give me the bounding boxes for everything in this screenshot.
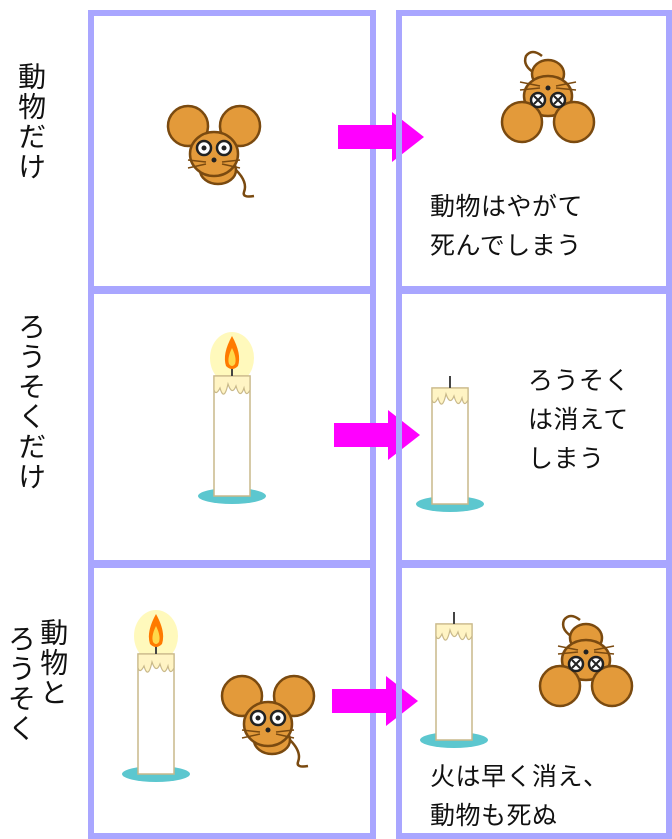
panel-caption: 動物はやがて 死んでしまう xyxy=(430,188,583,266)
candle-out-icon xyxy=(415,375,485,513)
caption-line: は消えて xyxy=(528,404,629,434)
panel-row1-before xyxy=(88,10,376,292)
mouse-dead-icon xyxy=(538,614,634,708)
caption-line: 動物はやがて xyxy=(430,192,584,221)
panel-row2-after: ろうそく は消えて しまう xyxy=(396,288,672,566)
caption-line: 動物も死ぬ xyxy=(430,800,558,830)
candle-lit-icon xyxy=(197,331,267,505)
row-label-text: 動物だけ xyxy=(14,62,48,182)
row-label-text: ろうそくだけ xyxy=(14,312,48,492)
panel-caption: 火は早く消え、 動物も死ぬ xyxy=(430,758,609,836)
row-label-text-left: ろうそく xyxy=(4,624,37,744)
mouse-dead-icon xyxy=(500,50,596,144)
candle-lit-icon xyxy=(121,609,191,783)
panel-row3-before-art xyxy=(121,609,316,783)
row-label-text-right: 動物と xyxy=(36,618,70,708)
candle-out-icon xyxy=(419,611,489,749)
row-label-animal-and-candle: ろうそく 動物と xyxy=(4,618,70,744)
panel-row3-after: 火は早く消え、 動物も死ぬ xyxy=(396,562,672,839)
row-label-candle-only: ろうそくだけ xyxy=(0,312,60,492)
panel-row2-before xyxy=(88,288,376,566)
mouse-alive-icon xyxy=(166,104,262,198)
caption-line: 死んでしまう xyxy=(430,230,582,260)
row-label-animal-only: 動物だけ xyxy=(0,62,60,182)
panel-row1-after: 動物はやがて 死んでしまう xyxy=(396,10,672,292)
mouse-alive-icon xyxy=(220,674,316,768)
panel-caption: ろうそく は消えて しまう xyxy=(528,362,630,478)
caption-line: しまう xyxy=(528,443,605,473)
caption-line: ろうそく xyxy=(528,366,631,395)
caption-line: 火は早く消え、 xyxy=(430,762,609,791)
